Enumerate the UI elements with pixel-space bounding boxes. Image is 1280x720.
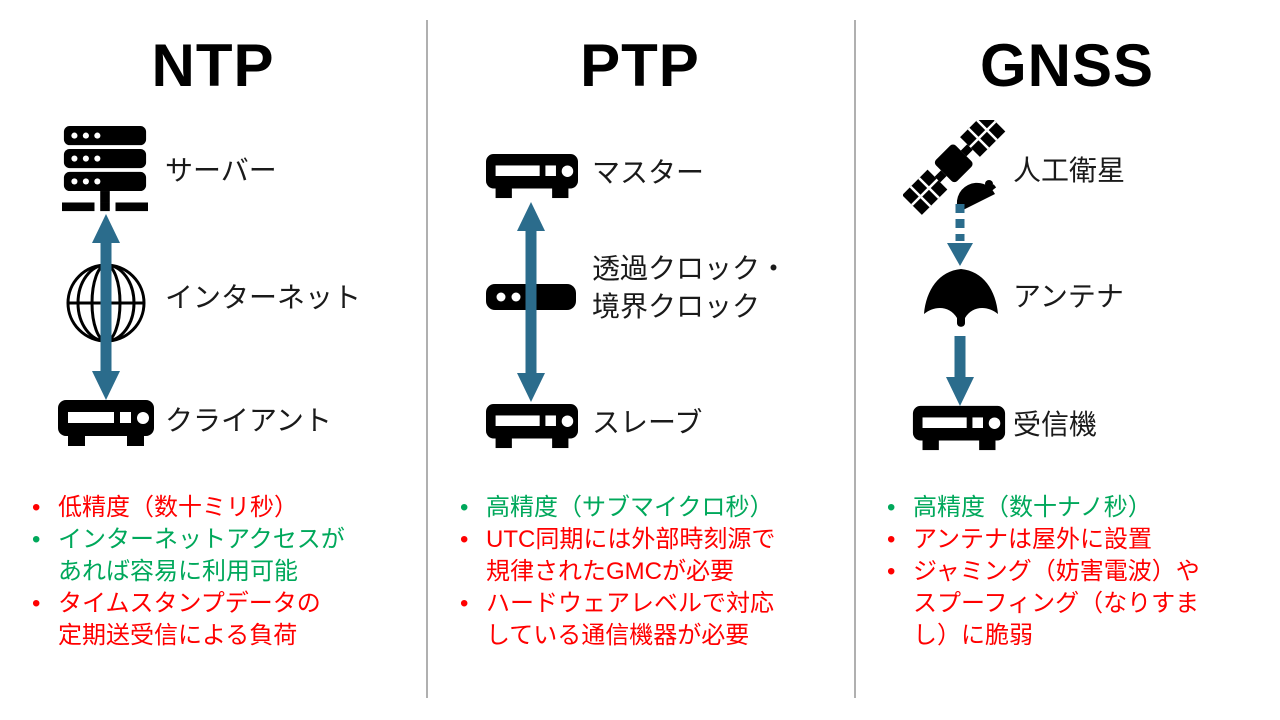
ptp-master-label: マスター (592, 157, 705, 188)
ntp-server-label: サーバー (165, 155, 277, 186)
ptp-slave-label: スレーブ (592, 407, 703, 438)
bullet-text: タイムスタンプデータの 定期送受信による負荷 (58, 590, 321, 649)
bullet-item: インターネットアクセスが あれば容易に利用可能 (28, 524, 400, 588)
bullet-item: 低精度（数十ミリ秒） (28, 492, 400, 524)
ntp-bullet-list: 低精度（数十ミリ秒） インターネットアクセスが あれば容易に利用可能 タイムスタ… (28, 492, 400, 652)
bullet-item: 高精度（サブマイクロ秒） (456, 492, 828, 524)
master-device-icon (486, 153, 578, 199)
column-divider-left (426, 20, 428, 698)
ntp-internet-label: インターネット (165, 282, 362, 313)
satellite-icon (903, 120, 1006, 215)
bullet-text: 高精度（サブマイクロ秒） (486, 494, 774, 521)
bullet-text: インターネットアクセスが あれば容易に利用可能 (58, 526, 345, 585)
bullet-item: 高精度（数十ナノ秒） (883, 492, 1255, 524)
gnss-receiver-label: 受信機 (1013, 409, 1098, 440)
bullet-text: ハードウェアレベルで対応 している通信機器が必要 (486, 590, 774, 649)
gnss-antenna-label: アンテナ (1013, 281, 1124, 312)
ptp-sync-arrow-icon (517, 202, 545, 402)
bullet-text: アンテナは屋外に設置 (913, 526, 1153, 553)
ptp-title: PTP (580, 32, 700, 99)
slave-device-icon (486, 403, 578, 449)
server-icon (62, 126, 148, 212)
antenna-icon (924, 269, 998, 327)
ntp-sync-arrow-icon (92, 214, 120, 400)
gnss-title: GNSS (979, 32, 1155, 99)
ptp-bullet-list: 高精度（サブマイクロ秒） UTC同期には外部時刻源で 規律されたGMCが必要 ハ… (456, 492, 828, 652)
column-divider-right (854, 20, 856, 698)
ntp-title: NTP (151, 32, 275, 99)
client-device-icon (58, 400, 154, 446)
bullet-item: ハードウェアレベルで対応 している通信機器が必要 (456, 588, 828, 652)
gnss-feed-arrow-icon (946, 336, 974, 406)
bullet-item: アンテナは屋外に設置 (883, 524, 1255, 556)
gnss-downlink-dashed-arrow-icon (947, 204, 973, 266)
ntp-client-label: クライアント (165, 405, 332, 436)
gnss-satellite-label: 人工衛星 (1013, 155, 1126, 186)
bullet-text: UTC同期には外部時刻源で 規律されたGMCが必要 (486, 526, 776, 585)
gnss-bullet-list: 高精度（数十ナノ秒） アンテナは屋外に設置 ジャミング（妨害電波）や スプーフィ… (883, 492, 1255, 652)
bullet-text: ジャミング（妨害電波）や スプーフィング（なりすま し）に脆弱 (913, 558, 1200, 649)
receiver-device-icon (912, 405, 1006, 451)
bullet-item: ジャミング（妨害電波）や スプーフィング（なりすま し）に脆弱 (883, 556, 1255, 652)
bullet-item: タイムスタンプデータの 定期送受信による負荷 (28, 588, 400, 652)
bullet-text: 高精度（数十ナノ秒） (913, 494, 1152, 521)
bullet-text: 低精度（数十ミリ秒） (58, 494, 298, 521)
ptp-clocks-label: 透過クロック・ 境界クロック (592, 253, 788, 322)
bullet-item: UTC同期には外部時刻源で 規律されたGMCが必要 (456, 524, 828, 588)
